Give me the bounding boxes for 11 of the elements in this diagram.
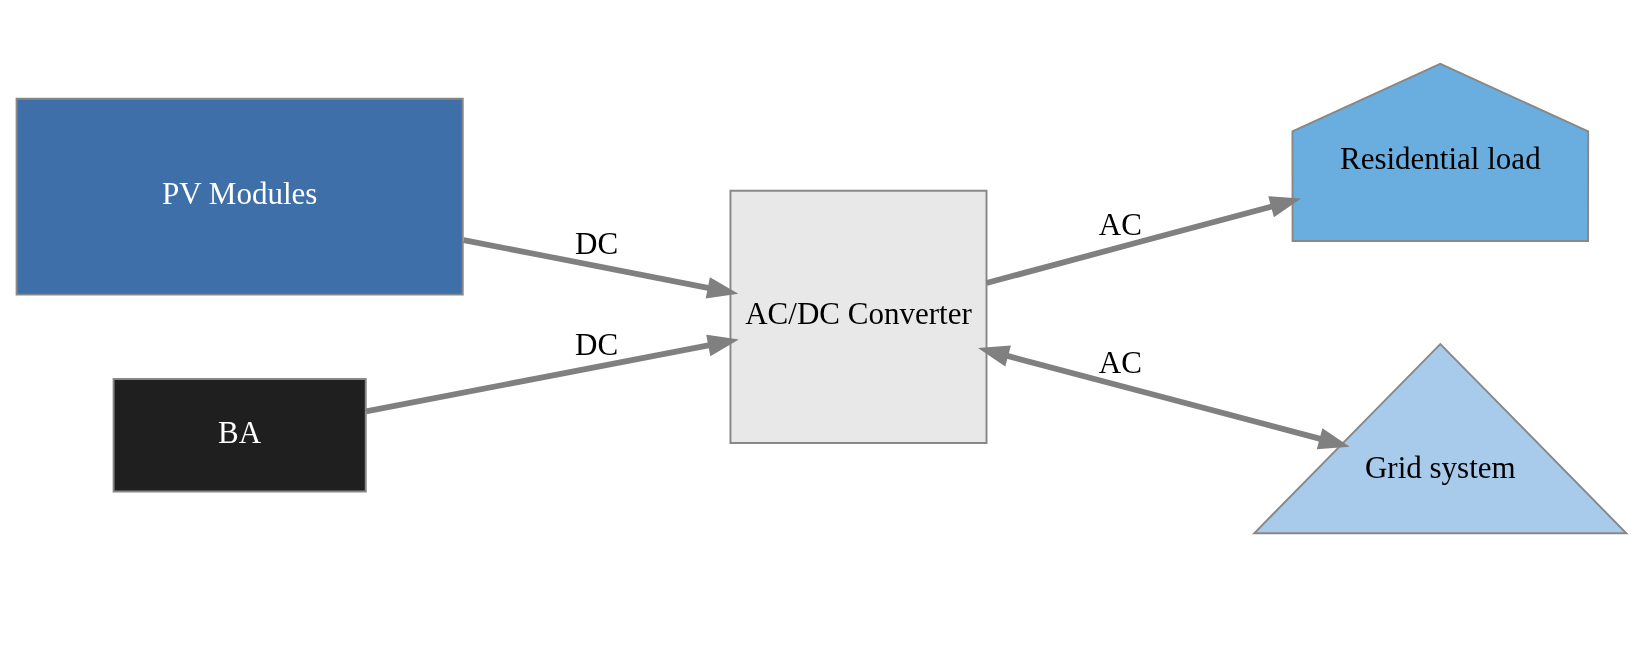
node-box: PV Modules — [15, 97, 464, 296]
arrow — [978, 345, 1350, 449]
node-box: AC/DC Converter — [729, 189, 988, 444]
node-box: BA — [112, 377, 367, 492]
arrow — [463, 236, 739, 298]
edge-label: DC — [575, 225, 619, 261]
arrow — [365, 334, 739, 414]
edge-label: AC — [1098, 344, 1142, 380]
edge-label: DC — [575, 326, 619, 362]
arrow — [985, 195, 1302, 286]
edge-label: AC — [1098, 206, 1142, 242]
